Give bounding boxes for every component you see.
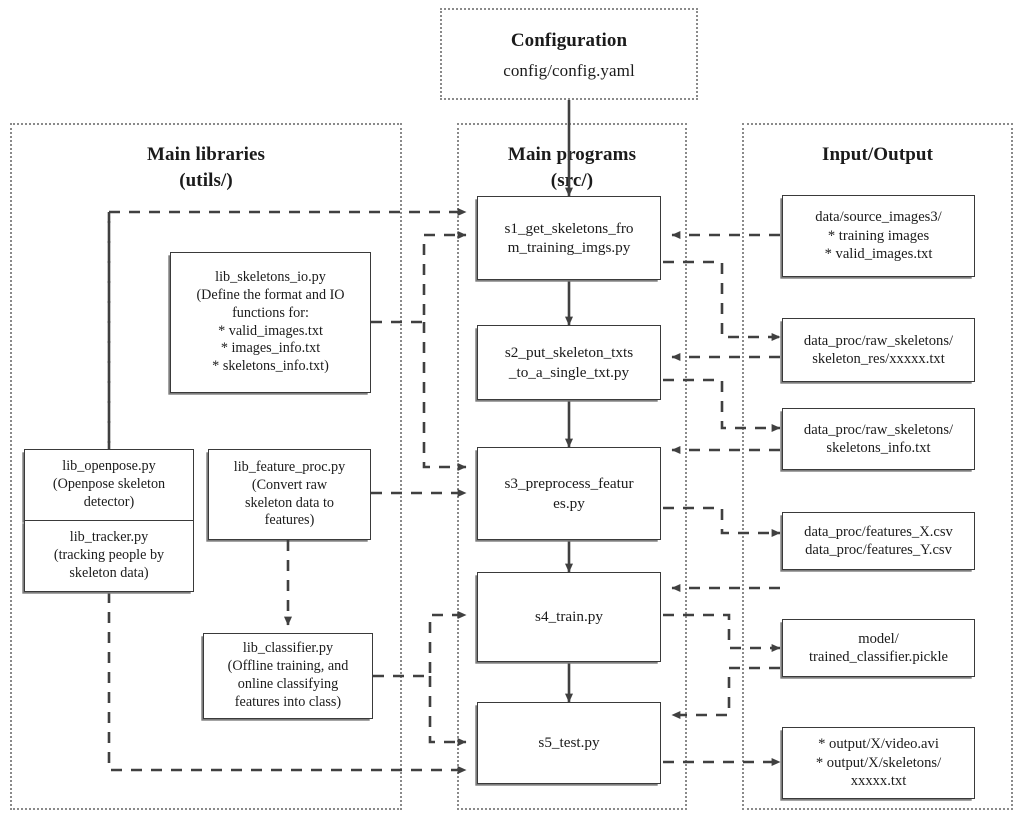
main-libraries-title-line1: Main libraries xyxy=(146,144,266,165)
input-output-group: Input/Output xyxy=(742,123,1013,810)
program-box-s1[interactable]: s1_get_skeletons_fro m_training_imgs.py xyxy=(477,196,661,280)
library-box-openpose[interactable]: lib_openpose.py (Openpose skeleton detec… xyxy=(24,449,194,521)
program-box-s4-label: s4_train.py xyxy=(535,608,603,626)
program-box-s5[interactable]: s5_test.py xyxy=(477,702,661,784)
library-box-classifier-label: lib_classifier.py (Offline training, and… xyxy=(227,640,349,710)
main-libraries-title-line2: (utils/) xyxy=(179,170,233,191)
library-box-classifier[interactable]: lib_classifier.py (Offline training, and… xyxy=(203,633,373,719)
program-box-s3[interactable]: s3_preprocess_featur es.py xyxy=(477,447,661,540)
io-box-skeletons-info[interactable]: data_proc/raw_skeletons/ skeletons_info.… xyxy=(782,408,975,470)
io-box-model-pickle-label: model/ trained_classifier.pickle xyxy=(809,630,948,665)
input-output-title-line1: Input/Output xyxy=(821,144,934,165)
program-box-s3-label: s3_preprocess_featur es.py xyxy=(504,475,634,512)
main-programs-title-line1: Main programs xyxy=(507,144,637,165)
program-box-s4[interactable]: s4_train.py xyxy=(477,572,661,662)
io-box-output-label: * output/X/video.avi * output/X/skeleton… xyxy=(815,736,942,790)
program-box-s2[interactable]: s2_put_skeleton_txts _to_a_single_txt.py xyxy=(477,325,661,400)
io-box-model-pickle[interactable]: model/ trained_classifier.pickle xyxy=(782,619,975,677)
library-box-openpose-label: lib_openpose.py (Openpose skeleton detec… xyxy=(52,458,166,510)
library-box-skeletons-io-label: lib_skeletons_io.py (Define the format a… xyxy=(196,268,345,375)
io-box-features-csv-label: data_proc/features_X.csv data_proc/featu… xyxy=(804,523,953,558)
main-programs-title-line2: (src/) xyxy=(550,170,594,191)
library-box-tracker[interactable]: lib_tracker.py (tracking people by skele… xyxy=(24,520,194,592)
library-box-skeletons-io[interactable]: lib_skeletons_io.py (Define the format a… xyxy=(170,252,371,393)
io-box-skeletons-info-label: data_proc/raw_skeletons/ skeletons_info.… xyxy=(803,421,954,456)
program-box-s5-label: s5_test.py xyxy=(538,734,600,752)
io-box-output[interactable]: * output/X/video.avi * output/X/skeleton… xyxy=(782,727,975,799)
program-box-s2-label: s2_put_skeleton_txts _to_a_single_txt.py xyxy=(504,344,634,381)
io-box-features-csv[interactable]: data_proc/features_X.csv data_proc/featu… xyxy=(782,512,975,570)
library-box-feature-proc-label: lib_feature_proc.py (Convert raw skeleto… xyxy=(233,458,346,529)
program-box-s1-label: s1_get_skeletons_fro m_training_imgs.py xyxy=(504,219,634,256)
configuration-path: config/config.yaml xyxy=(503,61,635,80)
io-box-source-images[interactable]: data/source_images3/ * training images *… xyxy=(782,195,975,277)
io-box-source-images-label: data/source_images3/ * training images *… xyxy=(815,209,942,263)
io-box-raw-skeletons-res[interactable]: data_proc/raw_skeletons/ skeleton_res/xx… xyxy=(782,318,975,382)
configuration-title: Configuration xyxy=(510,30,628,51)
configuration-group: Configuration config/config.yaml xyxy=(440,8,698,100)
io-box-raw-skeletons-res-label: data_proc/raw_skeletons/ skeleton_res/xx… xyxy=(803,332,954,367)
library-box-feature-proc[interactable]: lib_feature_proc.py (Convert raw skeleto… xyxy=(208,449,371,540)
library-box-tracker-label: lib_tracker.py (tracking people by skele… xyxy=(53,529,165,581)
